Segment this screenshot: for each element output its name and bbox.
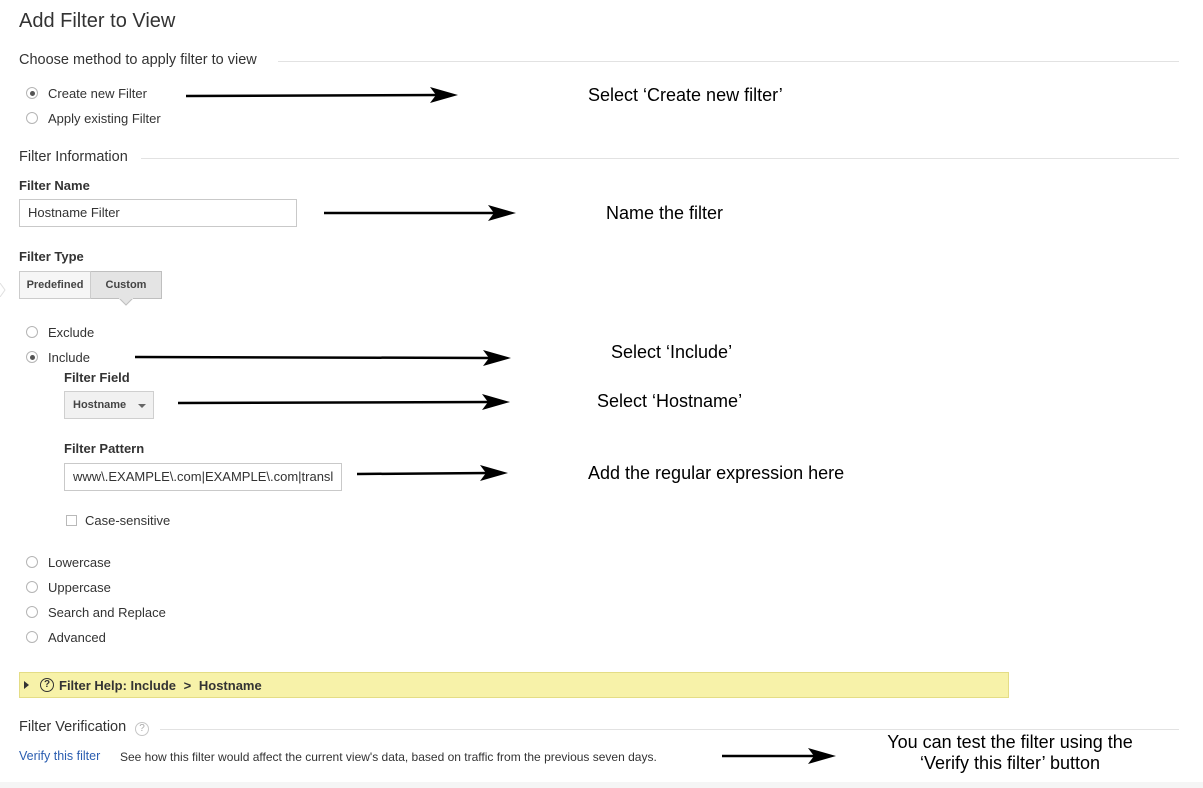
radio-label-uppercase[interactable]: Uppercase bbox=[48, 580, 111, 595]
help-question-icon[interactable]: ? bbox=[135, 722, 149, 736]
filter-name-label: Filter Name bbox=[19, 178, 90, 193]
filter-type-tabs: Predefined Custom bbox=[19, 271, 162, 299]
annotation-hostname: Select ‘Hostname’ bbox=[597, 391, 743, 411]
annotation-verify: You can test the filter using the ‘Verif… bbox=[860, 732, 1160, 774]
radio-label-create-new-filter[interactable]: Create new Filter bbox=[48, 86, 147, 101]
help-question-icon: ? bbox=[40, 678, 54, 692]
radio-button[interactable] bbox=[26, 326, 38, 338]
filter-type-label: Filter Type bbox=[19, 249, 84, 264]
arrow-include bbox=[134, 350, 511, 366]
annotation-verify-line2: ‘Verify this filter’ button bbox=[919, 753, 1101, 773]
annotation-regex: Add the regular expression here bbox=[588, 463, 845, 483]
radio-button[interactable] bbox=[26, 556, 38, 568]
radio-label-search-and-replace[interactable]: Search and Replace bbox=[48, 605, 166, 620]
section-divider bbox=[160, 729, 1179, 730]
radio-create-new-filter[interactable] bbox=[26, 87, 38, 99]
verification-description: See how this filter would affect the cur… bbox=[120, 750, 657, 764]
case-sensitive-label[interactable]: Case-sensitive bbox=[85, 513, 171, 528]
annotation-name-filter: Name the filter bbox=[606, 203, 724, 223]
case-sensitive-checkbox[interactable] bbox=[66, 515, 77, 526]
filter-help-separator: > bbox=[183, 678, 192, 693]
filter-help-text: Filter Help: Include > Hostname bbox=[59, 678, 262, 693]
expand-triangle-icon[interactable] bbox=[24, 681, 29, 689]
filter-name-input[interactable]: Hostname Filter bbox=[19, 199, 297, 227]
radio-button[interactable] bbox=[26, 581, 38, 593]
arrow-hostname bbox=[177, 394, 510, 410]
page-title: Add Filter to View bbox=[19, 10, 176, 32]
radio-button[interactable] bbox=[26, 631, 38, 643]
left-edge-chevron-icon bbox=[0, 283, 6, 297]
filter-help-bar[interactable]: ? Filter Help: Include > Hostname bbox=[19, 672, 1009, 698]
radio-button[interactable] bbox=[26, 87, 38, 99]
radio-button[interactable] bbox=[26, 112, 38, 124]
radio-label-exclude[interactable]: Exclude bbox=[48, 325, 95, 340]
filter-help-prefix: Filter Help: Include bbox=[59, 678, 177, 693]
arrow-regex bbox=[356, 465, 508, 481]
annotation-create-filter: Select ‘Create new filter’ bbox=[588, 85, 783, 105]
filter-pattern-label: Filter Pattern bbox=[64, 441, 145, 456]
method-section-title: Choose method to apply filter to view bbox=[19, 52, 257, 68]
filter-field-value: Hostname bbox=[73, 399, 127, 411]
filter-help-target: Hostname bbox=[198, 678, 262, 693]
filter-info-section-title: Filter Information bbox=[19, 149, 128, 165]
tab-custom[interactable]: Custom bbox=[91, 271, 162, 299]
annotation-include: Select ‘Include’ bbox=[611, 342, 733, 362]
radio-include[interactable] bbox=[26, 351, 38, 363]
tab-pointer-icon bbox=[119, 298, 133, 306]
radio-exclude[interactable] bbox=[26, 326, 38, 338]
annotation-verify-line1: You can test the filter using the bbox=[887, 732, 1133, 752]
radio-search-and-replace[interactable] bbox=[26, 606, 38, 618]
filter-field-dropdown[interactable]: Hostname bbox=[64, 391, 154, 419]
filter-field-label: Filter Field bbox=[64, 370, 130, 385]
verification-section-title: Filter Verification bbox=[19, 719, 127, 735]
verify-filter-link[interactable]: Verify this filter bbox=[19, 749, 101, 763]
arrow-name-filter bbox=[324, 205, 516, 221]
radio-lowercase[interactable] bbox=[26, 556, 38, 568]
radio-uppercase[interactable] bbox=[26, 581, 38, 593]
radio-apply-existing-filter[interactable] bbox=[26, 112, 38, 124]
radio-label-include[interactable]: Include bbox=[48, 350, 90, 365]
bottom-strip bbox=[0, 782, 1203, 788]
radio-advanced[interactable] bbox=[26, 631, 38, 643]
radio-button[interactable] bbox=[26, 351, 38, 363]
arrow-verify bbox=[722, 748, 836, 764]
arrow-create-filter bbox=[185, 87, 458, 103]
radio-label-apply-existing-filter[interactable]: Apply existing Filter bbox=[48, 111, 161, 126]
tab-predefined[interactable]: Predefined bbox=[19, 271, 91, 299]
radio-button[interactable] bbox=[26, 606, 38, 618]
chevron-down-icon bbox=[138, 404, 146, 408]
section-divider bbox=[278, 61, 1179, 62]
section-divider bbox=[141, 158, 1179, 159]
radio-label-advanced[interactable]: Advanced bbox=[48, 630, 106, 645]
filter-pattern-input[interactable]: www\.EXAMPLE\.com|EXAMPLE\.com|transl bbox=[64, 463, 342, 491]
radio-label-lowercase[interactable]: Lowercase bbox=[48, 555, 111, 570]
